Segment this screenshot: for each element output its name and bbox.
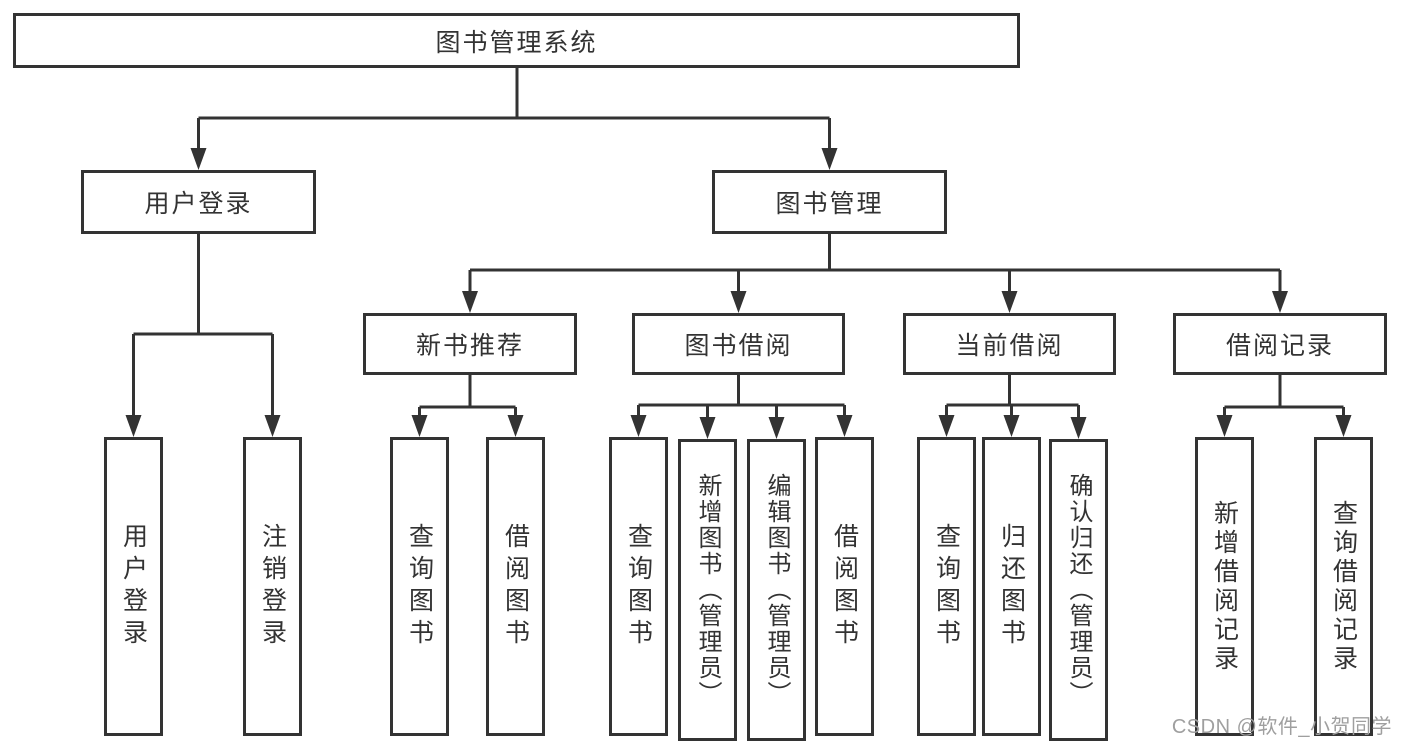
- node-current-borrow: 当前借阅: [903, 313, 1116, 375]
- leaf-bb-borrow-book-label: 借阅图书: [830, 522, 859, 651]
- leaf-logout: 注销登录: [243, 437, 302, 736]
- leaf-bb-borrow-book: 借阅图书: [815, 437, 874, 736]
- leaf-br-query-record-label: 查询借阅记录: [1329, 499, 1358, 674]
- leaf-bb-query-book: 查询图书: [609, 437, 668, 736]
- arrowheads: [125, 148, 1352, 439]
- arrow-cb-confirm: [1070, 417, 1087, 439]
- arrow-bb-borrow: [836, 415, 853, 437]
- node-borrow-record-label: 借阅记录: [1225, 332, 1334, 360]
- leaf-cb-confirm-return-admin-label: 确认归还（管理员）: [1065, 473, 1092, 707]
- arrow-bb-query: [630, 415, 647, 437]
- arrow-book-mgmt: [821, 148, 838, 170]
- leaf-nbr-query-book: 查询图书: [390, 437, 449, 736]
- leaf-bb-query-book-label: 查询图书: [624, 522, 653, 651]
- leaf-bb-edit-book-admin-label: 编辑图书（管理员）: [763, 473, 790, 707]
- arrow-br-add: [1216, 415, 1233, 437]
- arrow-bb-edit: [768, 417, 785, 439]
- leaf-logout-label: 注销登录: [258, 522, 287, 651]
- node-user-login-label: 用户登录: [144, 190, 253, 218]
- node-book-borrow-label: 图书借阅: [684, 332, 793, 360]
- leaf-bb-add-book-admin: 新增图书（管理员）: [678, 439, 737, 741]
- arrow-new-book-rec: [462, 291, 478, 313]
- leaf-user-login-label: 用户登录: [119, 522, 148, 651]
- arrow-leaf-user-login: [125, 415, 142, 437]
- node-new-book-recommend: 新书推荐: [363, 313, 577, 375]
- leaf-bb-edit-book-admin: 编辑图书（管理员）: [747, 439, 806, 741]
- leaf-cb-return-book-label: 归还图书: [997, 522, 1026, 651]
- node-current-borrow-label: 当前借阅: [955, 332, 1064, 360]
- node-book-management-label: 图书管理: [775, 190, 884, 218]
- node-borrow-record: 借阅记录: [1173, 313, 1387, 375]
- leaf-br-add-record-label: 新增借阅记录: [1210, 499, 1239, 674]
- leaf-user-login: 用户登录: [104, 437, 163, 736]
- node-root-label: 图书管理系统: [435, 28, 598, 57]
- leaf-cb-query-book-label: 查询图书: [932, 522, 961, 651]
- leaf-cb-query-book: 查询图书: [917, 437, 976, 736]
- leaf-nbr-query-book-label: 查询图书: [405, 522, 434, 651]
- arrow-leaf-logout: [264, 415, 281, 437]
- leaf-cb-confirm-return-admin: 确认归还（管理员）: [1049, 439, 1108, 741]
- arrow-nbr-borrow: [507, 415, 524, 437]
- leaf-nbr-borrow-book-label: 借阅图书: [501, 522, 530, 651]
- arrow-cb-query: [938, 415, 955, 437]
- csdn-watermark: CSDN @软件_小贺同学: [1171, 716, 1392, 738]
- leaf-br-query-record: 查询借阅记录: [1314, 437, 1373, 736]
- leaf-nbr-borrow-book: 借阅图书: [486, 437, 545, 736]
- leaf-cb-return-book: 归还图书: [982, 437, 1041, 736]
- leaf-br-add-record: 新增借阅记录: [1195, 437, 1254, 736]
- node-user-login: 用户登录: [81, 170, 316, 234]
- node-book-management: 图书管理: [712, 170, 947, 234]
- node-book-borrow: 图书借阅: [632, 313, 845, 375]
- arrow-cb-return: [1003, 415, 1020, 437]
- arrow-user-login: [190, 148, 207, 170]
- leaf-bb-add-book-admin-label: 新增图书（管理员）: [694, 473, 721, 707]
- arrow-bb-add: [699, 417, 716, 439]
- node-new-book-recommend-label: 新书推荐: [415, 332, 524, 360]
- arrow-borrow-record: [1272, 291, 1288, 313]
- arrow-br-query: [1335, 415, 1352, 437]
- arrow-book-borrow: [730, 291, 747, 313]
- arrow-current-borrow: [1001, 291, 1018, 313]
- arrow-nbr-query: [411, 415, 428, 437]
- node-root: 图书管理系统: [13, 13, 1020, 68]
